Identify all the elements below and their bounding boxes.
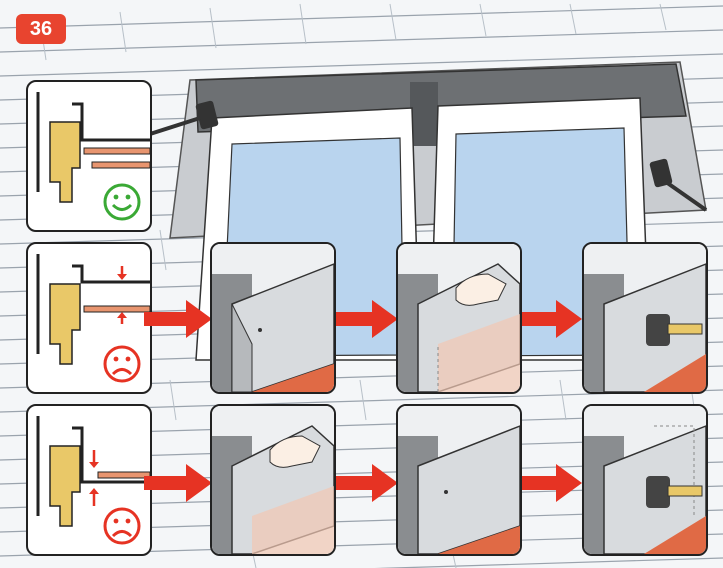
step-number-badge: 36 — [16, 14, 66, 44]
rubber-mallet-icon — [646, 314, 670, 346]
arrow-right-icon — [514, 462, 584, 504]
sad-face-icon — [102, 344, 142, 384]
step-panel-row3-1 — [210, 404, 336, 556]
detail-panel-gap-too-large — [26, 242, 152, 394]
mallet-tapping-illustration — [584, 244, 706, 392]
step-panel-row2-3 — [582, 242, 708, 394]
step-panel-row2-2 — [396, 242, 522, 394]
mallet-tapping-illustration — [584, 406, 706, 554]
arrow-right-icon — [330, 298, 400, 340]
hand-press-illustration — [398, 244, 520, 392]
arrow-right-icon — [330, 462, 400, 504]
flashing-fold-illustration — [398, 406, 520, 554]
detail-panel-flashing-too-low — [26, 404, 152, 556]
flashing-bend-illustration — [212, 244, 334, 392]
step-panel-row3-3 — [582, 404, 708, 556]
rubber-mallet-icon — [646, 476, 670, 508]
arrow-right-icon — [514, 298, 584, 340]
sad-face-icon — [102, 506, 142, 546]
arrow-right-icon — [144, 462, 214, 504]
step-panel-row2-1 — [210, 242, 336, 394]
arrow-right-icon — [144, 298, 214, 340]
detail-panel-correct — [26, 80, 152, 232]
happy-face-icon — [102, 182, 142, 222]
hand-press-illustration — [212, 406, 334, 554]
step-panel-row3-2 — [396, 404, 522, 556]
